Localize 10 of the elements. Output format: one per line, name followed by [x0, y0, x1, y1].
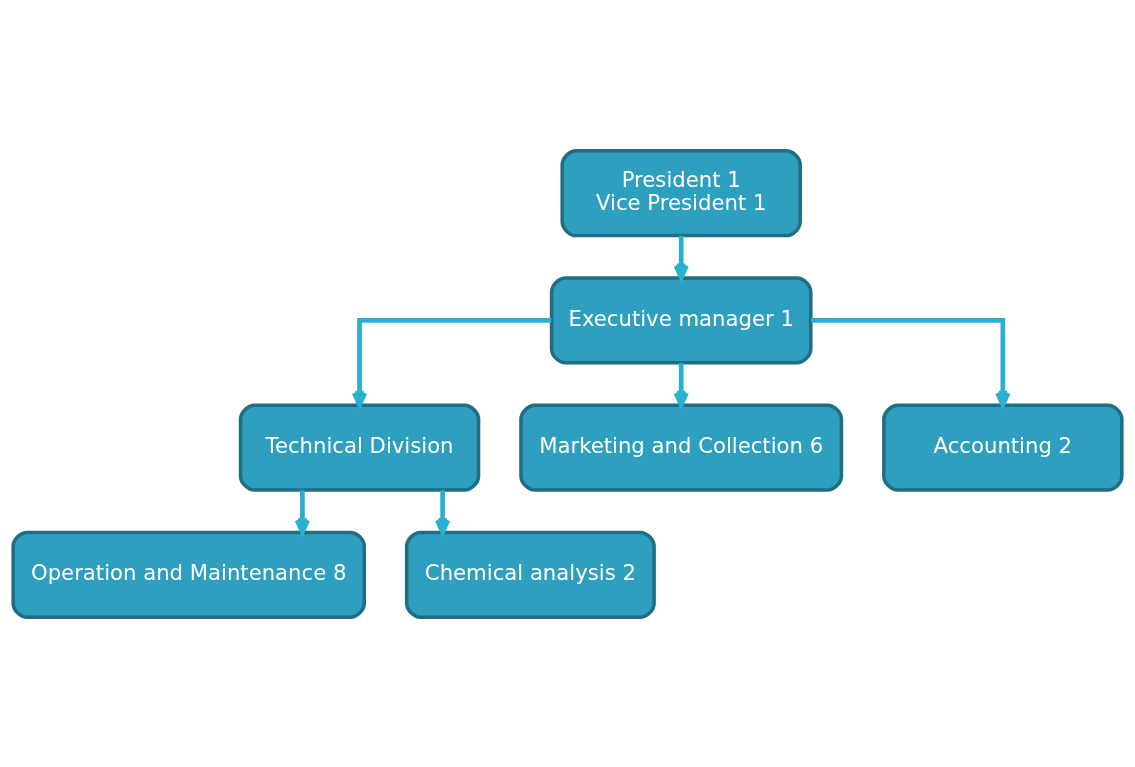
arrow	[294, 489, 311, 535]
node-box: President 1 Vice President 1	[560, 148, 802, 237]
node-box: Chemical analysis 2	[404, 530, 656, 619]
arrow	[673, 235, 689, 280]
arrow	[434, 489, 451, 535]
node-box: Marketing and Collection 6	[519, 402, 844, 492]
node-box: Accounting 2	[882, 402, 1124, 492]
node-box: Technical Division	[238, 402, 481, 492]
node-box: Executive manager 1	[549, 275, 813, 365]
node-box: Operation and Maintenance 8	[11, 530, 367, 619]
